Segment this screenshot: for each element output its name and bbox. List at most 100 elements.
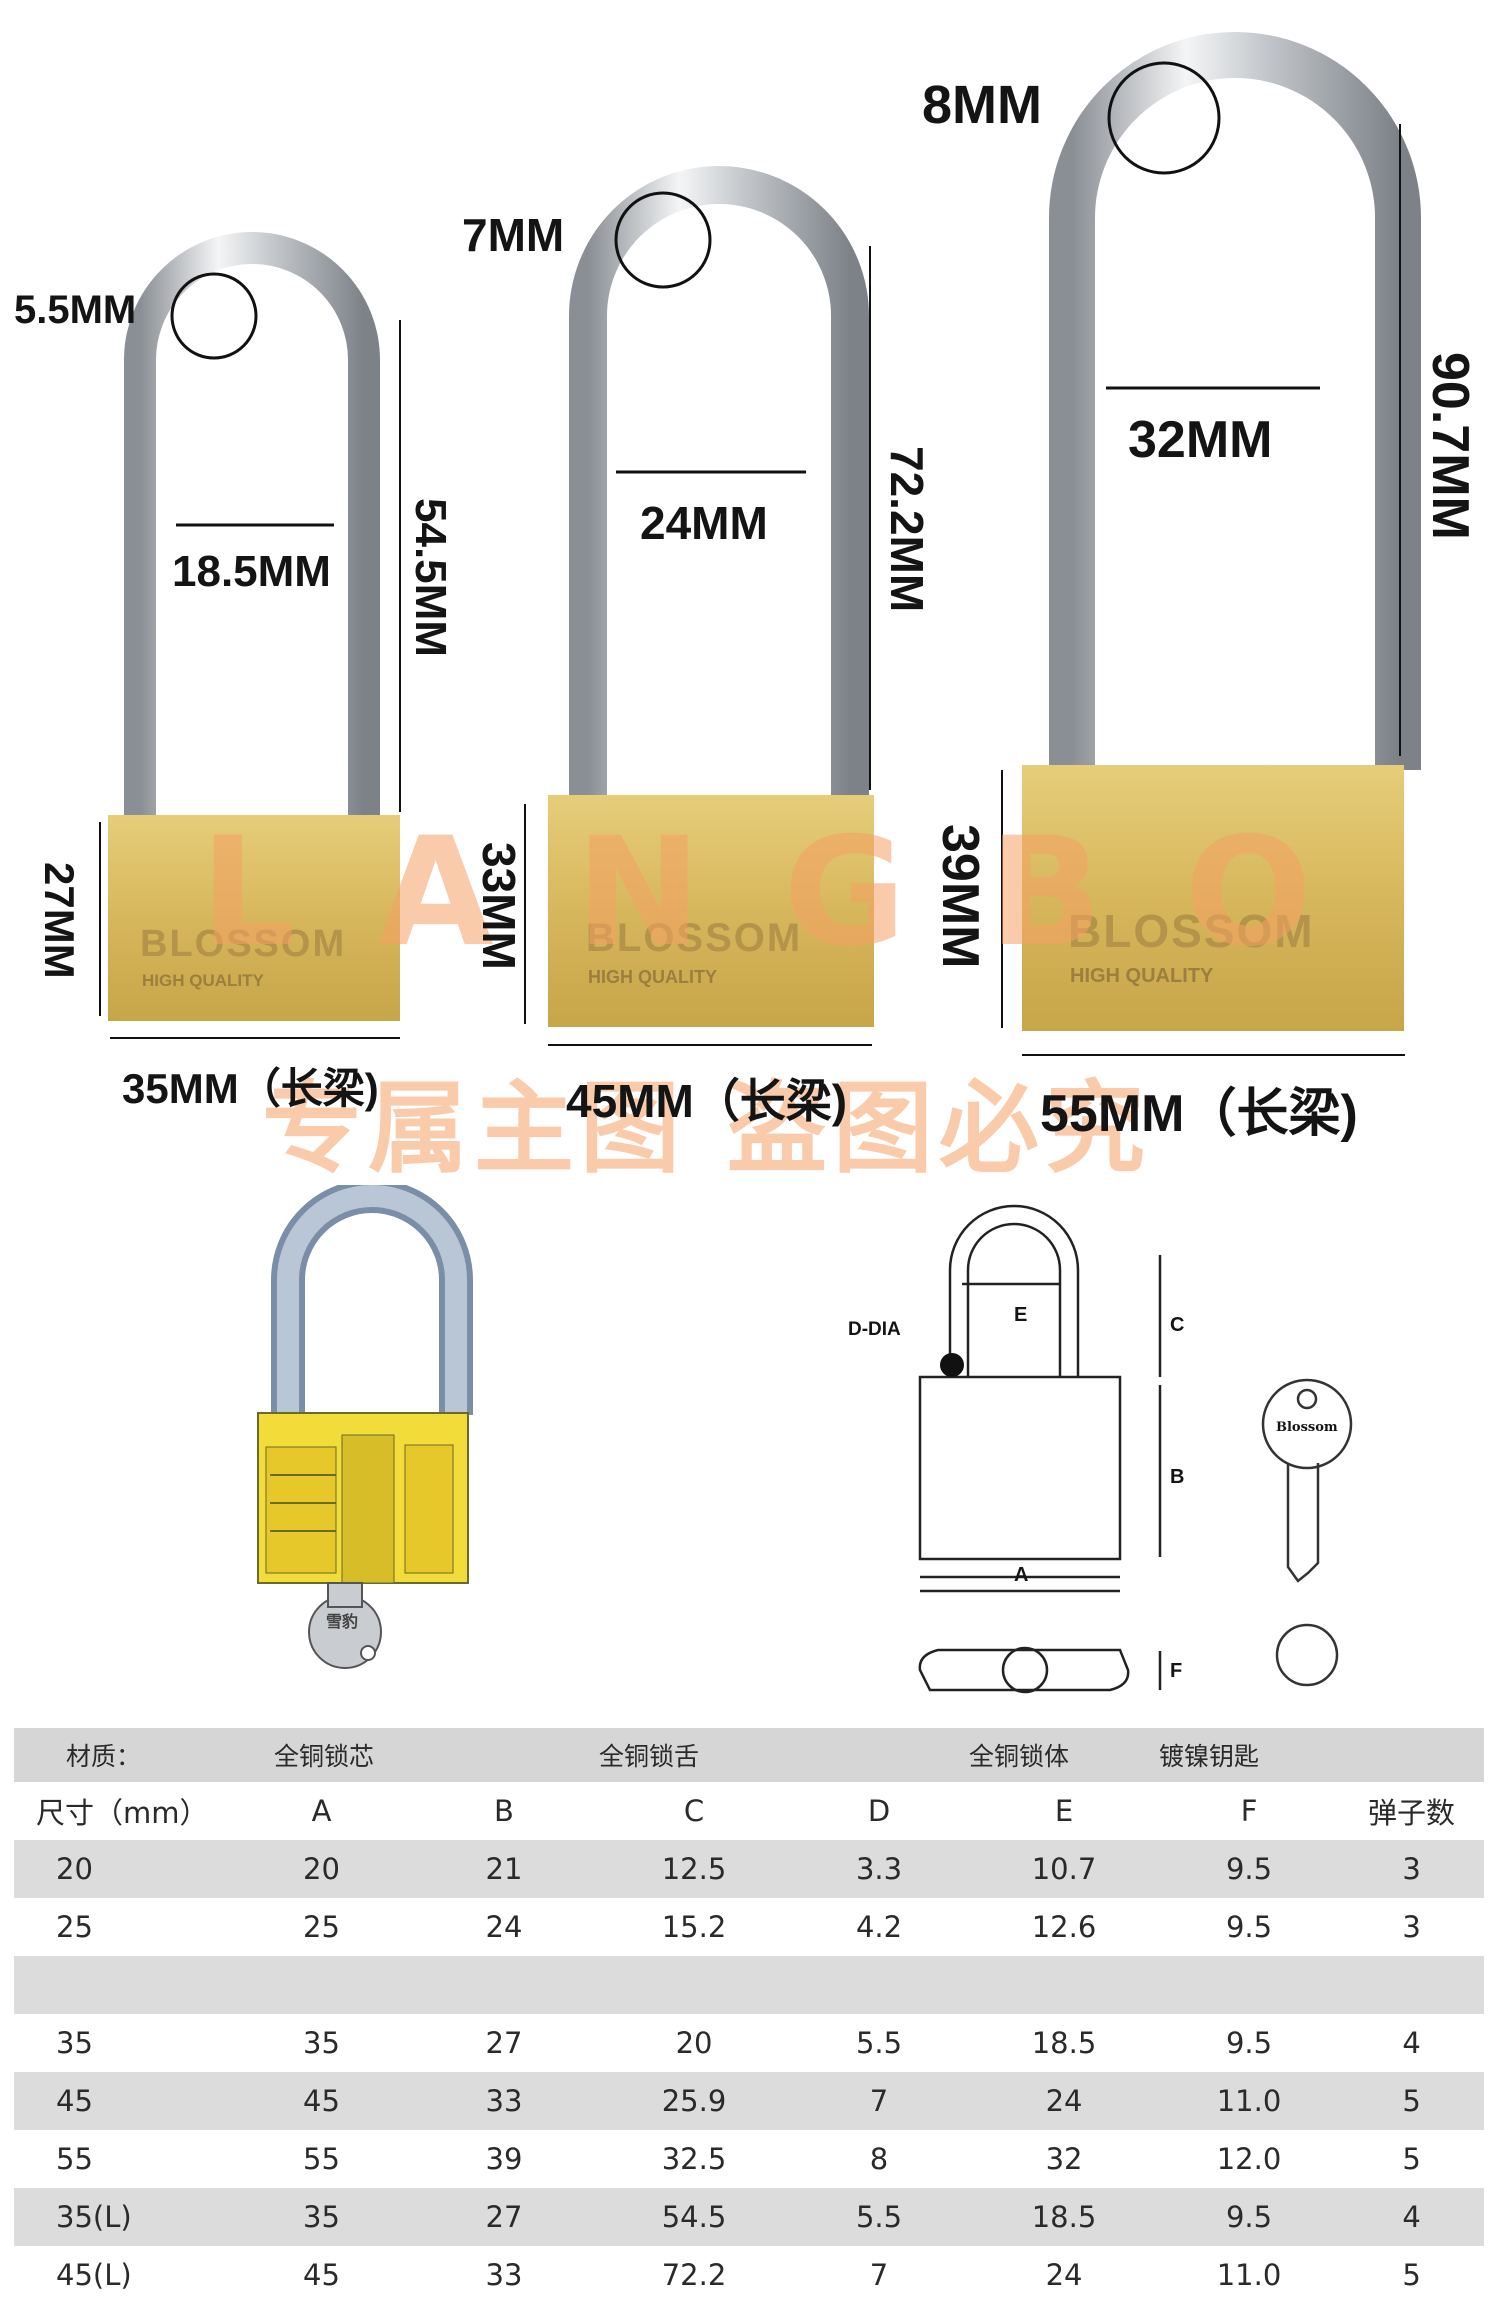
table-row [14, 1956, 1485, 2014]
material-bolt: 全铜锁舌 [599, 1728, 970, 1782]
medium-lock-body [548, 795, 874, 1027]
large-lock-subtext: HIGH QUALITY [1070, 965, 1214, 987]
header-a: A [311, 1794, 332, 1828]
medium-shackle-width: 24MM [640, 497, 768, 549]
table-cell: 20 [675, 2026, 713, 2060]
watermark-langbo: LANGBO [200, 806, 1395, 980]
table-cell: 24 [1045, 2258, 1083, 2292]
table-cell: 24 [485, 1910, 523, 1944]
medium-shackle-height: 72.2MM [881, 446, 933, 613]
table-cell: 25 [303, 1910, 340, 1944]
table-cell: 3.3 [789, 1840, 970, 1898]
cutaway-lock [257, 1185, 473, 1669]
medium-lock-subtext: HIGH QUALITY [588, 967, 717, 987]
table-cell: 18.5 [1031, 2026, 1097, 2060]
table-cell: 5.5 [855, 2026, 903, 2060]
large-lock-body [1022, 765, 1404, 1031]
table-cell: 25.9 [599, 2072, 790, 2130]
table-cell: 12.0 [1216, 2142, 1282, 2176]
header-size: 尺寸（mm） [36, 1796, 209, 1830]
table-cell [1339, 1956, 1485, 2014]
table-cell: 4.2 [855, 1910, 903, 1944]
large-dia-circle [1107, 61, 1221, 175]
header-c: C [683, 1794, 705, 1828]
padlock-size-photo: BLOSSOM HIGH QUALITY BLOSSOM HIGH QUALIT… [14, 32, 1479, 1187]
medium-shackle [569, 166, 869, 800]
key-drawing [1261, 1378, 1353, 1687]
small-body-width: 35MM（长梁) [122, 1065, 379, 1112]
large-shackle-dia: 8MM [922, 75, 1042, 135]
small-lock-subtext: HIGH QUALITY [142, 971, 264, 990]
table-cell [789, 1956, 970, 2014]
medium-lock-brand: BLOSSOM [586, 916, 803, 960]
header-pins: 弹子数 [1368, 1796, 1456, 1830]
table-cell: 45 [303, 2258, 340, 2292]
table-cell [234, 1956, 409, 2014]
materials-label: 材质： [14, 1728, 234, 1782]
table-cell: 4 [1339, 2188, 1485, 2246]
label-b: B [1170, 1466, 1185, 1488]
small-dia-circle [170, 272, 258, 360]
small-shackle-width: 18.5MM [172, 547, 331, 596]
table-cell: 45(L) [56, 2258, 132, 2292]
table-cell: 3 [1339, 1840, 1485, 1898]
table-cell: 3 [1402, 1910, 1421, 1944]
d-dia-marker [940, 1353, 964, 1377]
watermark-cn: 专属主图 盗图必究 [262, 1069, 1151, 1187]
table-cell: 9.5 [1225, 1910, 1273, 1944]
table-cell: 12.6 [1031, 1910, 1097, 1944]
table-cell: 55 [303, 2142, 340, 2176]
table-cell: 27 [485, 2026, 523, 2060]
table-cell: 20 [234, 1840, 409, 1898]
table-cell: 9.5 [1225, 2026, 1273, 2060]
label-d-dia: D-DIA [848, 1319, 901, 1340]
small-lock-brand: BLOSSOM [140, 923, 347, 965]
table-cell: 55 [56, 2142, 93, 2176]
technical-drawings [257, 1185, 1353, 1694]
label-a: A [1014, 1564, 1029, 1586]
large-body-width: 55MM（长梁) [1040, 1085, 1358, 1143]
spec-table: 材质： 全铜锁芯 全铜锁舌 全铜锁体 镀镍钥匙 尺寸（mm） A B C D E… [14, 1728, 1485, 2304]
padlocks-illustration [99, 32, 1421, 1056]
table-cell: 35 [234, 2188, 409, 2246]
header-b: B [494, 1794, 514, 1828]
medium-shackle-dia: 7MM [462, 209, 565, 261]
table-cell: 33 [485, 2258, 523, 2292]
label-e: E [1014, 1304, 1028, 1326]
dimension-drawing [918, 1204, 1162, 1694]
label-f: F [1170, 1660, 1183, 1682]
table-cell: 33 [409, 2072, 600, 2130]
large-shackle [1049, 32, 1421, 770]
table-cell [599, 1956, 790, 2014]
material-core: 全铜锁芯 [234, 1728, 600, 1782]
table-cell [969, 1956, 1160, 2014]
table-cell: 12.5 [599, 1840, 790, 1898]
table-cell: 11.0 [1159, 2072, 1340, 2130]
table-cell: 5 [1402, 2142, 1421, 2176]
small-shackle-dia: 5.5MM [14, 288, 137, 332]
small-body-height: 27MM [36, 862, 83, 979]
table-cell: 4 [1402, 2026, 1421, 2060]
header-f: F [1240, 1794, 1258, 1828]
table-cell: 32 [1045, 2142, 1083, 2176]
table-cell: 21 [409, 1840, 600, 1898]
table-cell: 72.2 [661, 2258, 727, 2292]
table-cell: 10.7 [969, 1840, 1160, 1898]
table-cell [409, 1956, 600, 2014]
small-lock [99, 232, 401, 1039]
table-cell: 5 [1402, 2258, 1421, 2292]
table-cell: 7 [789, 2072, 970, 2130]
medium-body-height: 33MM [473, 842, 525, 970]
material-key: 镀镍钥匙 [1159, 1728, 1485, 1782]
table-cell: 5 [1339, 2072, 1485, 2130]
medium-lock [524, 166, 874, 1046]
medium-dia-circle [614, 191, 712, 289]
large-shackle-height: 90.7MM [1421, 352, 1479, 540]
